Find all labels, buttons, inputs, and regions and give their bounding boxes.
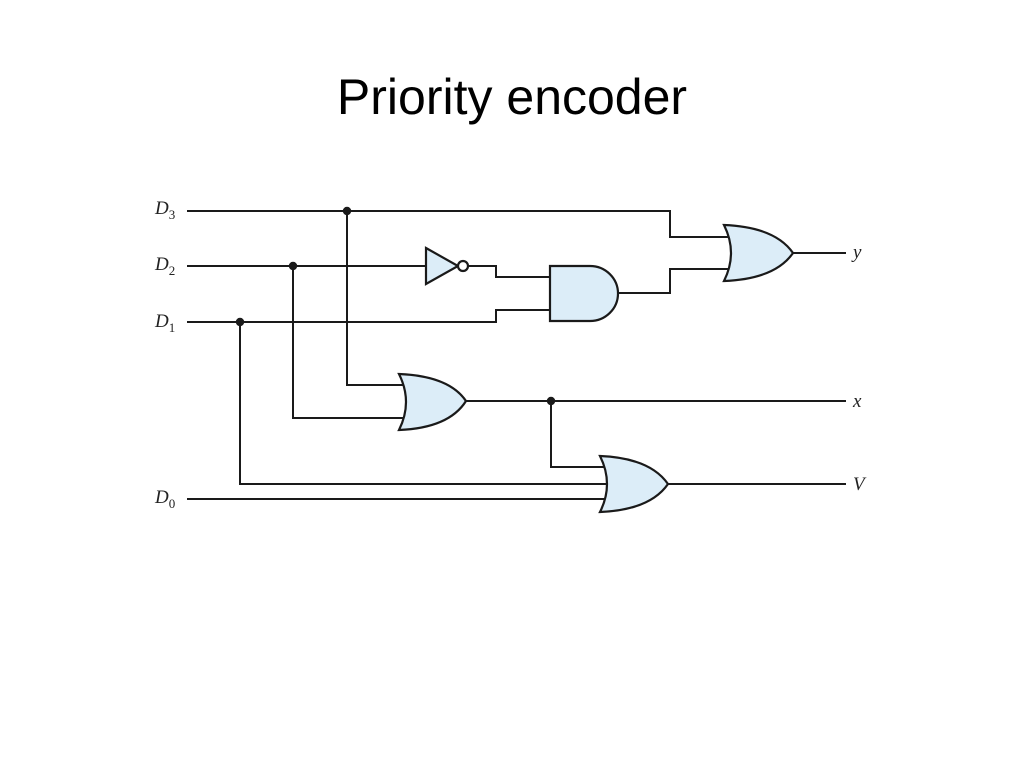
junction-x <box>546 396 556 406</box>
wire-x-tap <box>550 401 606 468</box>
inverter-gate <box>424 246 461 286</box>
label-x: x <box>852 391 862 412</box>
wire-d3-tap <box>346 211 403 386</box>
wire-d3 <box>187 210 728 238</box>
label-d1: D1 <box>154 311 175 335</box>
or-gate-y <box>722 223 795 283</box>
inverter-bubble <box>456 259 470 273</box>
label-y: y <box>851 242 862 263</box>
junction-d1 <box>235 317 245 327</box>
wire-and-out <box>618 268 728 294</box>
junction-d2 <box>288 261 298 271</box>
label-d2: D2 <box>154 254 175 278</box>
slide-title: Priority encoder <box>336 69 688 125</box>
wire-d1-tap <box>239 322 606 485</box>
wire-inv-out <box>468 265 550 278</box>
label-d0: D0 <box>154 487 175 511</box>
or-gate-x <box>397 372 468 432</box>
wire-d2-tap <box>292 266 403 419</box>
gates <box>397 223 795 514</box>
label-d3: D3 <box>154 198 175 222</box>
or-gate-v <box>598 454 670 514</box>
wire-d1 <box>187 309 550 323</box>
and-gate <box>548 264 620 323</box>
junction-d3 <box>342 206 352 216</box>
wires <box>187 210 846 500</box>
label-v: V <box>853 474 867 495</box>
